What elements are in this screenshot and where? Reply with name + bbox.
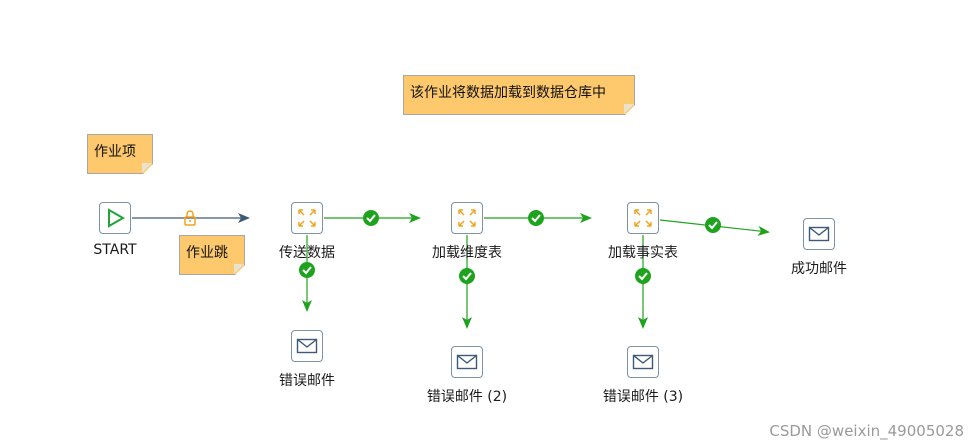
lock-icon — [184, 210, 196, 226]
mail-icon — [456, 354, 478, 370]
error-mail-2-label: 错误邮件 (2) — [426, 389, 508, 405]
load-dim-label: 加载维度表 — [432, 245, 502, 261]
note-job-entries-text: 作业项 — [94, 144, 136, 160]
note-job-hop-text: 作业跳 — [186, 245, 228, 261]
success-check-icon — [363, 210, 379, 226]
transfer-label: 传送数据 — [279, 245, 335, 261]
success-check-icon — [705, 217, 721, 233]
note-fold — [234, 264, 244, 274]
mail-icon — [808, 226, 830, 242]
error-mail-label: 错误邮件 — [279, 373, 335, 389]
success-check-icon — [528, 210, 544, 226]
transformation-icon — [298, 209, 316, 227]
load-fact-label: 加载事实表 — [608, 245, 678, 261]
note-description[interactable]: 该作业将数据加载到数据仓库中 — [403, 75, 635, 115]
success-mail-label: 成功邮件 — [791, 261, 847, 277]
note-job-entries[interactable]: 作业项 — [87, 134, 153, 174]
transformation-icon — [458, 209, 476, 227]
watermark: CSDN @weixin_49005028 — [769, 422, 964, 440]
start-node[interactable] — [99, 202, 131, 234]
note-fold — [142, 163, 152, 173]
error-mail-3-label: 错误邮件 (3) — [602, 389, 684, 405]
note-fold — [624, 104, 634, 114]
error-mail-2-node[interactable] — [451, 346, 483, 378]
load-fact-node[interactable] — [627, 202, 659, 234]
transfer-node[interactable] — [291, 202, 323, 234]
load-dim-node[interactable] — [451, 202, 483, 234]
start-label: START — [93, 242, 137, 258]
success-check-icon — [635, 268, 651, 284]
error-mail-3-node[interactable] — [627, 346, 659, 378]
error-mail-node[interactable] — [291, 330, 323, 362]
success-check-icon — [299, 262, 315, 278]
note-job-hop[interactable]: 作业跳 — [179, 235, 245, 275]
transformation-icon — [634, 209, 652, 227]
mail-icon — [296, 338, 318, 354]
success-check-icon — [459, 268, 475, 284]
mail-icon — [632, 354, 654, 370]
play-icon — [108, 208, 125, 228]
success-mail-node[interactable] — [803, 218, 835, 250]
note-description-text: 该作业将数据加载到数据仓库中 — [410, 85, 606, 101]
